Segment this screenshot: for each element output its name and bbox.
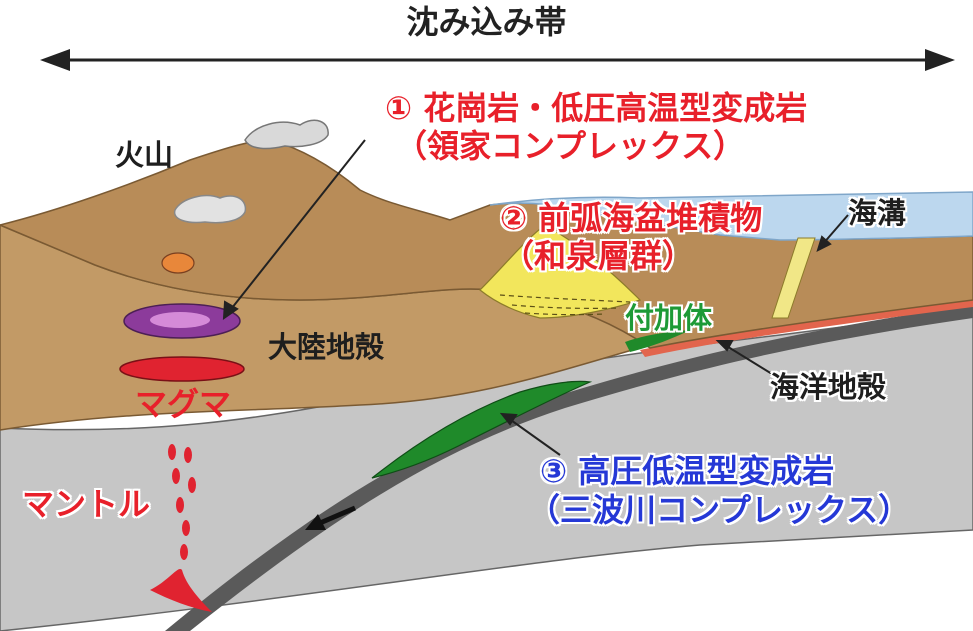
label-magma: マグマ (135, 385, 232, 423)
annotation-1-line2: （領家コンプレックス） (395, 127, 746, 165)
leader-arrows (222, 139, 849, 456)
annotation-2-line2: （和泉層群） (502, 237, 695, 275)
oceanic-crust-layer (640, 300, 973, 357)
label-trench: 海溝 (848, 196, 907, 230)
diagram-title: 沈み込み帯 (406, 3, 567, 41)
label-oceanic-crust: 海洋地殻 (770, 370, 887, 404)
label-continental-crust: 大陸地殻 (268, 330, 385, 364)
shallow-magma-chamber (161, 252, 195, 274)
label-accretionary-prism: 付加体 (625, 301, 713, 335)
subduction-direction-arrow (305, 505, 356, 530)
annotation-2-line1: ② 前弧海盆堆積物 (500, 199, 763, 237)
rising-magma-droplets (150, 444, 212, 612)
label-mantle: マントル (22, 485, 151, 523)
ash-cloud (173, 194, 247, 224)
annotation-3-line2: （三波川コンプレックス） (528, 491, 911, 529)
annotation-1-line1: ① 花崗岩・低圧高温型変成岩 (385, 89, 808, 127)
accretionary-prism-upper (625, 330, 690, 352)
volcano-plume (244, 119, 329, 150)
label-volcano: 火山 (115, 138, 174, 172)
annotation-3-line1: ③ 高圧低温型変成岩 (540, 452, 835, 490)
span-double-arrow (40, 49, 955, 71)
trench-sediment (771, 237, 816, 319)
ocean-water (489, 191, 973, 241)
accretionary-prism (371, 380, 593, 479)
granite-body-core (150, 312, 210, 328)
sediment-bedding (499, 294, 631, 316)
magma-reservoir (119, 356, 245, 382)
forearc-basin-sediment (479, 224, 642, 319)
